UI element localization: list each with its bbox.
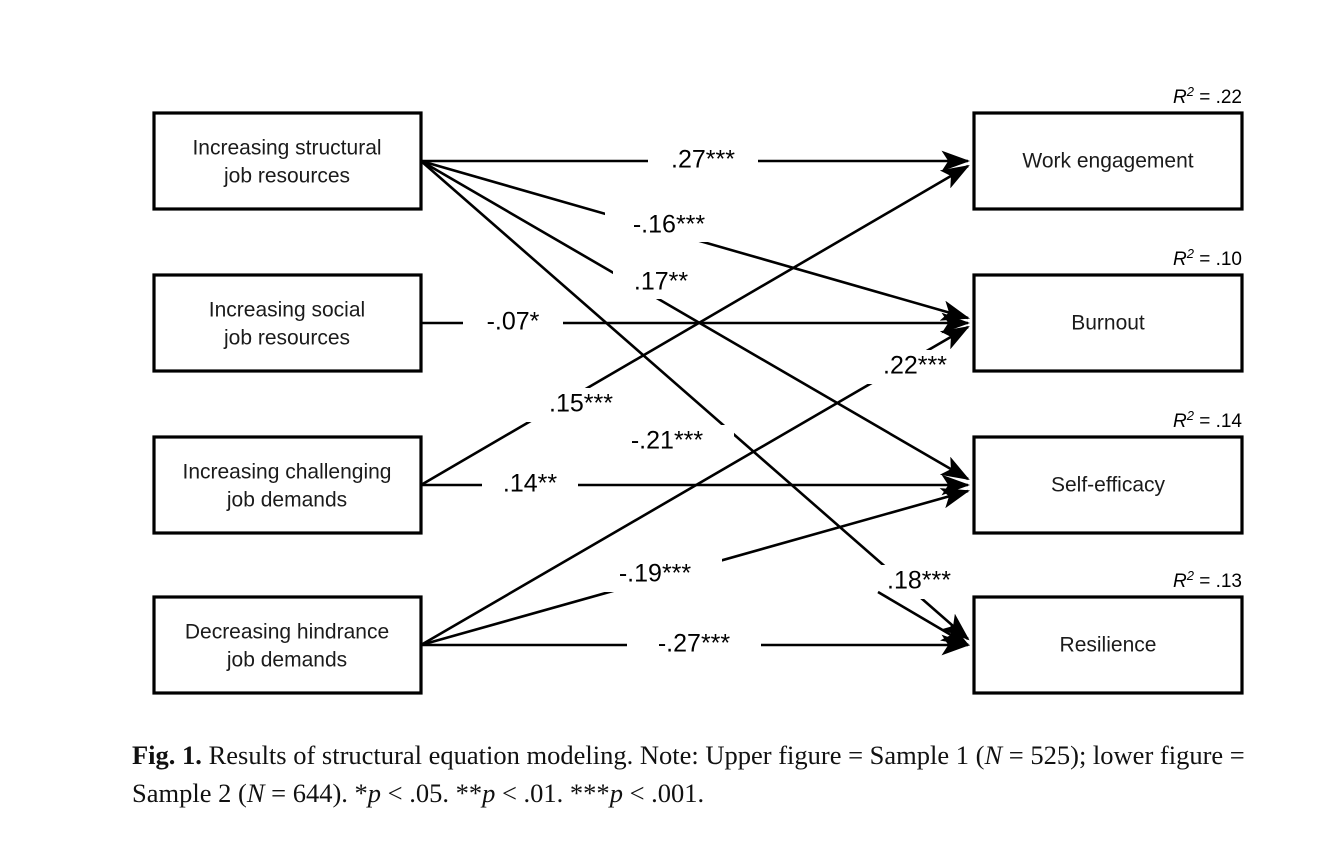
- coef-p8: .14**: [503, 470, 557, 498]
- r2-burnout: R2 = .10: [1173, 246, 1242, 270]
- caption-n-italic-1: N: [984, 740, 1003, 770]
- r2-symbol: R: [1173, 571, 1187, 592]
- sem-path-diagram: .27*** -.16*** .17** -.07* .22*** .15***…: [152, 84, 1244, 695]
- caption-text-2: = 525); lower figure = Sample 2 (: [132, 740, 1245, 808]
- r2-exponent: 2: [1186, 568, 1195, 583]
- r2-symbol: R: [1173, 249, 1187, 270]
- caption-figure-number: Fig. 1.: [132, 740, 202, 770]
- node-hindrance-job-demands[interactable]: Decreasing hindrance job demands: [152, 595, 423, 695]
- node-label-line2: job demands: [226, 489, 347, 512]
- node-social-job-resources[interactable]: Increasing social job resources: [152, 273, 423, 373]
- r2-self-efficacy: R2 = .14: [1173, 408, 1242, 432]
- coef-p5: .22***: [883, 352, 947, 380]
- predictor-nodes: Increasing structural job resources Incr…: [152, 111, 423, 695]
- caption-text-3: = 644). *: [264, 777, 368, 808]
- coef-p6: .15***: [549, 390, 613, 418]
- caption-p-italic-3: p: [609, 777, 623, 808]
- node-label-line1: Decreasing hindrance: [185, 621, 389, 644]
- figure-caption: Fig. 1. Results of structural equation m…: [132, 737, 1262, 812]
- coef-p10: .18***: [887, 567, 951, 595]
- node-work-engagement[interactable]: Work engagement: [972, 111, 1244, 211]
- caption-text-4: < .05. **: [381, 777, 483, 808]
- node-challenging-job-demands[interactable]: Increasing challenging job demands: [152, 435, 423, 535]
- caption-n-italic-2: N: [246, 777, 265, 808]
- caption-p-italic-1: p: [367, 777, 382, 808]
- coef-p3: .17**: [634, 268, 688, 296]
- r2-exponent: 2: [1186, 246, 1195, 261]
- node-label-line2: job demands: [226, 649, 347, 672]
- r2-value: = .14: [1194, 411, 1242, 432]
- node-label-line2: job resources: [223, 327, 350, 350]
- r2-symbol: R: [1173, 411, 1187, 432]
- coef-p11: -.27***: [658, 630, 731, 658]
- node-burnout[interactable]: Burnout: [972, 273, 1244, 373]
- node-structural-job-resources[interactable]: Increasing structural job resources: [152, 111, 423, 211]
- coef-p9: -.19***: [619, 560, 692, 588]
- r2-value: = .10: [1194, 249, 1242, 270]
- coef-p4: -.07*: [487, 308, 540, 336]
- path-line-p10: [877, 590, 970, 647]
- path-line-p7: [420, 160, 970, 641]
- r2-value: = .22: [1194, 87, 1242, 108]
- coef-p2: -.16***: [633, 211, 706, 239]
- node-resilience[interactable]: Resilience: [972, 595, 1244, 695]
- caption-p-italic-2: p: [482, 777, 496, 808]
- node-label-resilience: Resilience: [1060, 634, 1157, 657]
- r2-exponent: 2: [1186, 84, 1195, 99]
- node-label-self-efficacy: Self-efficacy: [1051, 474, 1165, 497]
- node-label-line2: job resources: [223, 165, 350, 188]
- node-self-efficacy[interactable]: Self-efficacy: [972, 435, 1244, 535]
- node-label-line1: Increasing structural: [192, 137, 381, 160]
- coef-p1: .27***: [671, 146, 735, 174]
- r2-resilience: R2 = .13: [1173, 568, 1242, 592]
- path-lines: [420, 150, 971, 656]
- caption-text-5: < .01. ***: [495, 777, 610, 808]
- caption-text-6: < .001.: [622, 777, 705, 808]
- coef-p7: -.21***: [631, 427, 704, 455]
- r2-work-engagement: R2 = .22: [1173, 84, 1242, 108]
- node-label-work-engagement: Work engagement: [1022, 150, 1193, 173]
- r2-symbol: R: [1173, 87, 1187, 108]
- node-label-line1: Increasing social: [209, 299, 365, 322]
- outcome-nodes: Work engagement R2 = .22 Burnout R2 = .1…: [972, 84, 1244, 695]
- r2-exponent: 2: [1186, 408, 1195, 423]
- coefficient-labels: .27*** -.16*** .17** -.07* .22*** .15***…: [463, 143, 979, 662]
- r2-value: = .13: [1194, 571, 1242, 592]
- caption-text-1: Results of structural equation modeling.…: [208, 740, 985, 770]
- node-label-line1: Increasing challenging: [183, 461, 392, 484]
- node-label-burnout: Burnout: [1071, 312, 1145, 335]
- path-line-p6: [420, 164, 970, 487]
- path-line-p3: [420, 159, 970, 481]
